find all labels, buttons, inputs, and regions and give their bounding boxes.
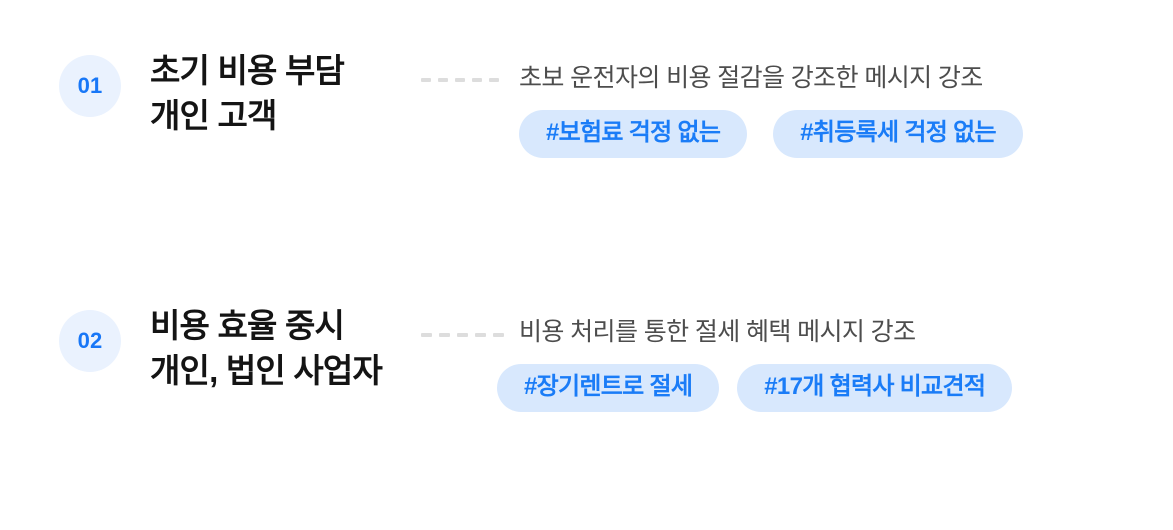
segment-tag[interactable]: #취등록세 걱정 없는 [773,110,1023,158]
segment-headline-line-2: 개인, 법인 사업자 [150,352,383,389]
dash-segment [421,333,432,337]
segment-number-badge: 02 [59,310,121,372]
segment-number-label: 01 [77,73,103,98]
dash-segment [421,78,431,82]
segment-headline: 초기 비용 부담 개인 고객 [150,48,425,138]
dash-segment [439,333,450,337]
dashed-connector-line [421,333,504,337]
segment-tag-list: #장기렌트로 절세 #17개 협력사 비교견적 [497,364,1013,412]
segment-tag[interactable]: #장기렌트로 절세 [497,364,720,412]
segment-tag[interactable]: #17개 협력사 비교견적 [737,364,1013,412]
segment-tag[interactable]: #보험료 걱정 없는 [519,110,748,158]
dash-segment [472,78,482,82]
dash-segment [493,333,504,337]
segment-detail: 비용 처리를 통한 절세 혜택 메시지 강조 #장기렌트로 절세 #17개 협력… [497,303,1013,412]
segment-description: 비용 처리를 통한 절세 혜택 메시지 강조 [519,318,916,346]
dash-segment [457,333,468,337]
segment-description: 초보 운전자의 비용 절감을 강조한 메시지 강조 [519,64,983,92]
dash-segment [455,78,465,82]
segment-tag-list: #보험료 걱정 없는 #취등록세 걱정 없는 [519,110,1023,158]
segment-headline-line-2: 개인 고객 [150,97,277,134]
dash-segment [475,333,486,337]
dash-segment [438,78,448,82]
segment-number-badge: 01 [59,55,121,117]
segment-headline: 비용 효율 중시 개인, 법인 사업자 [150,303,425,393]
dash-segment [489,78,499,82]
segment-headline-line-1: 비용 효율 중시 [150,307,345,344]
segment-headline-line-1: 초기 비용 부담 [150,52,345,89]
segment-number-label: 02 [77,328,103,353]
segment-detail: 초보 운전자의 비용 절감을 강조한 메시지 강조 #보험료 걱정 없는 #취등… [519,48,1023,158]
dashed-connector-line [421,78,499,82]
